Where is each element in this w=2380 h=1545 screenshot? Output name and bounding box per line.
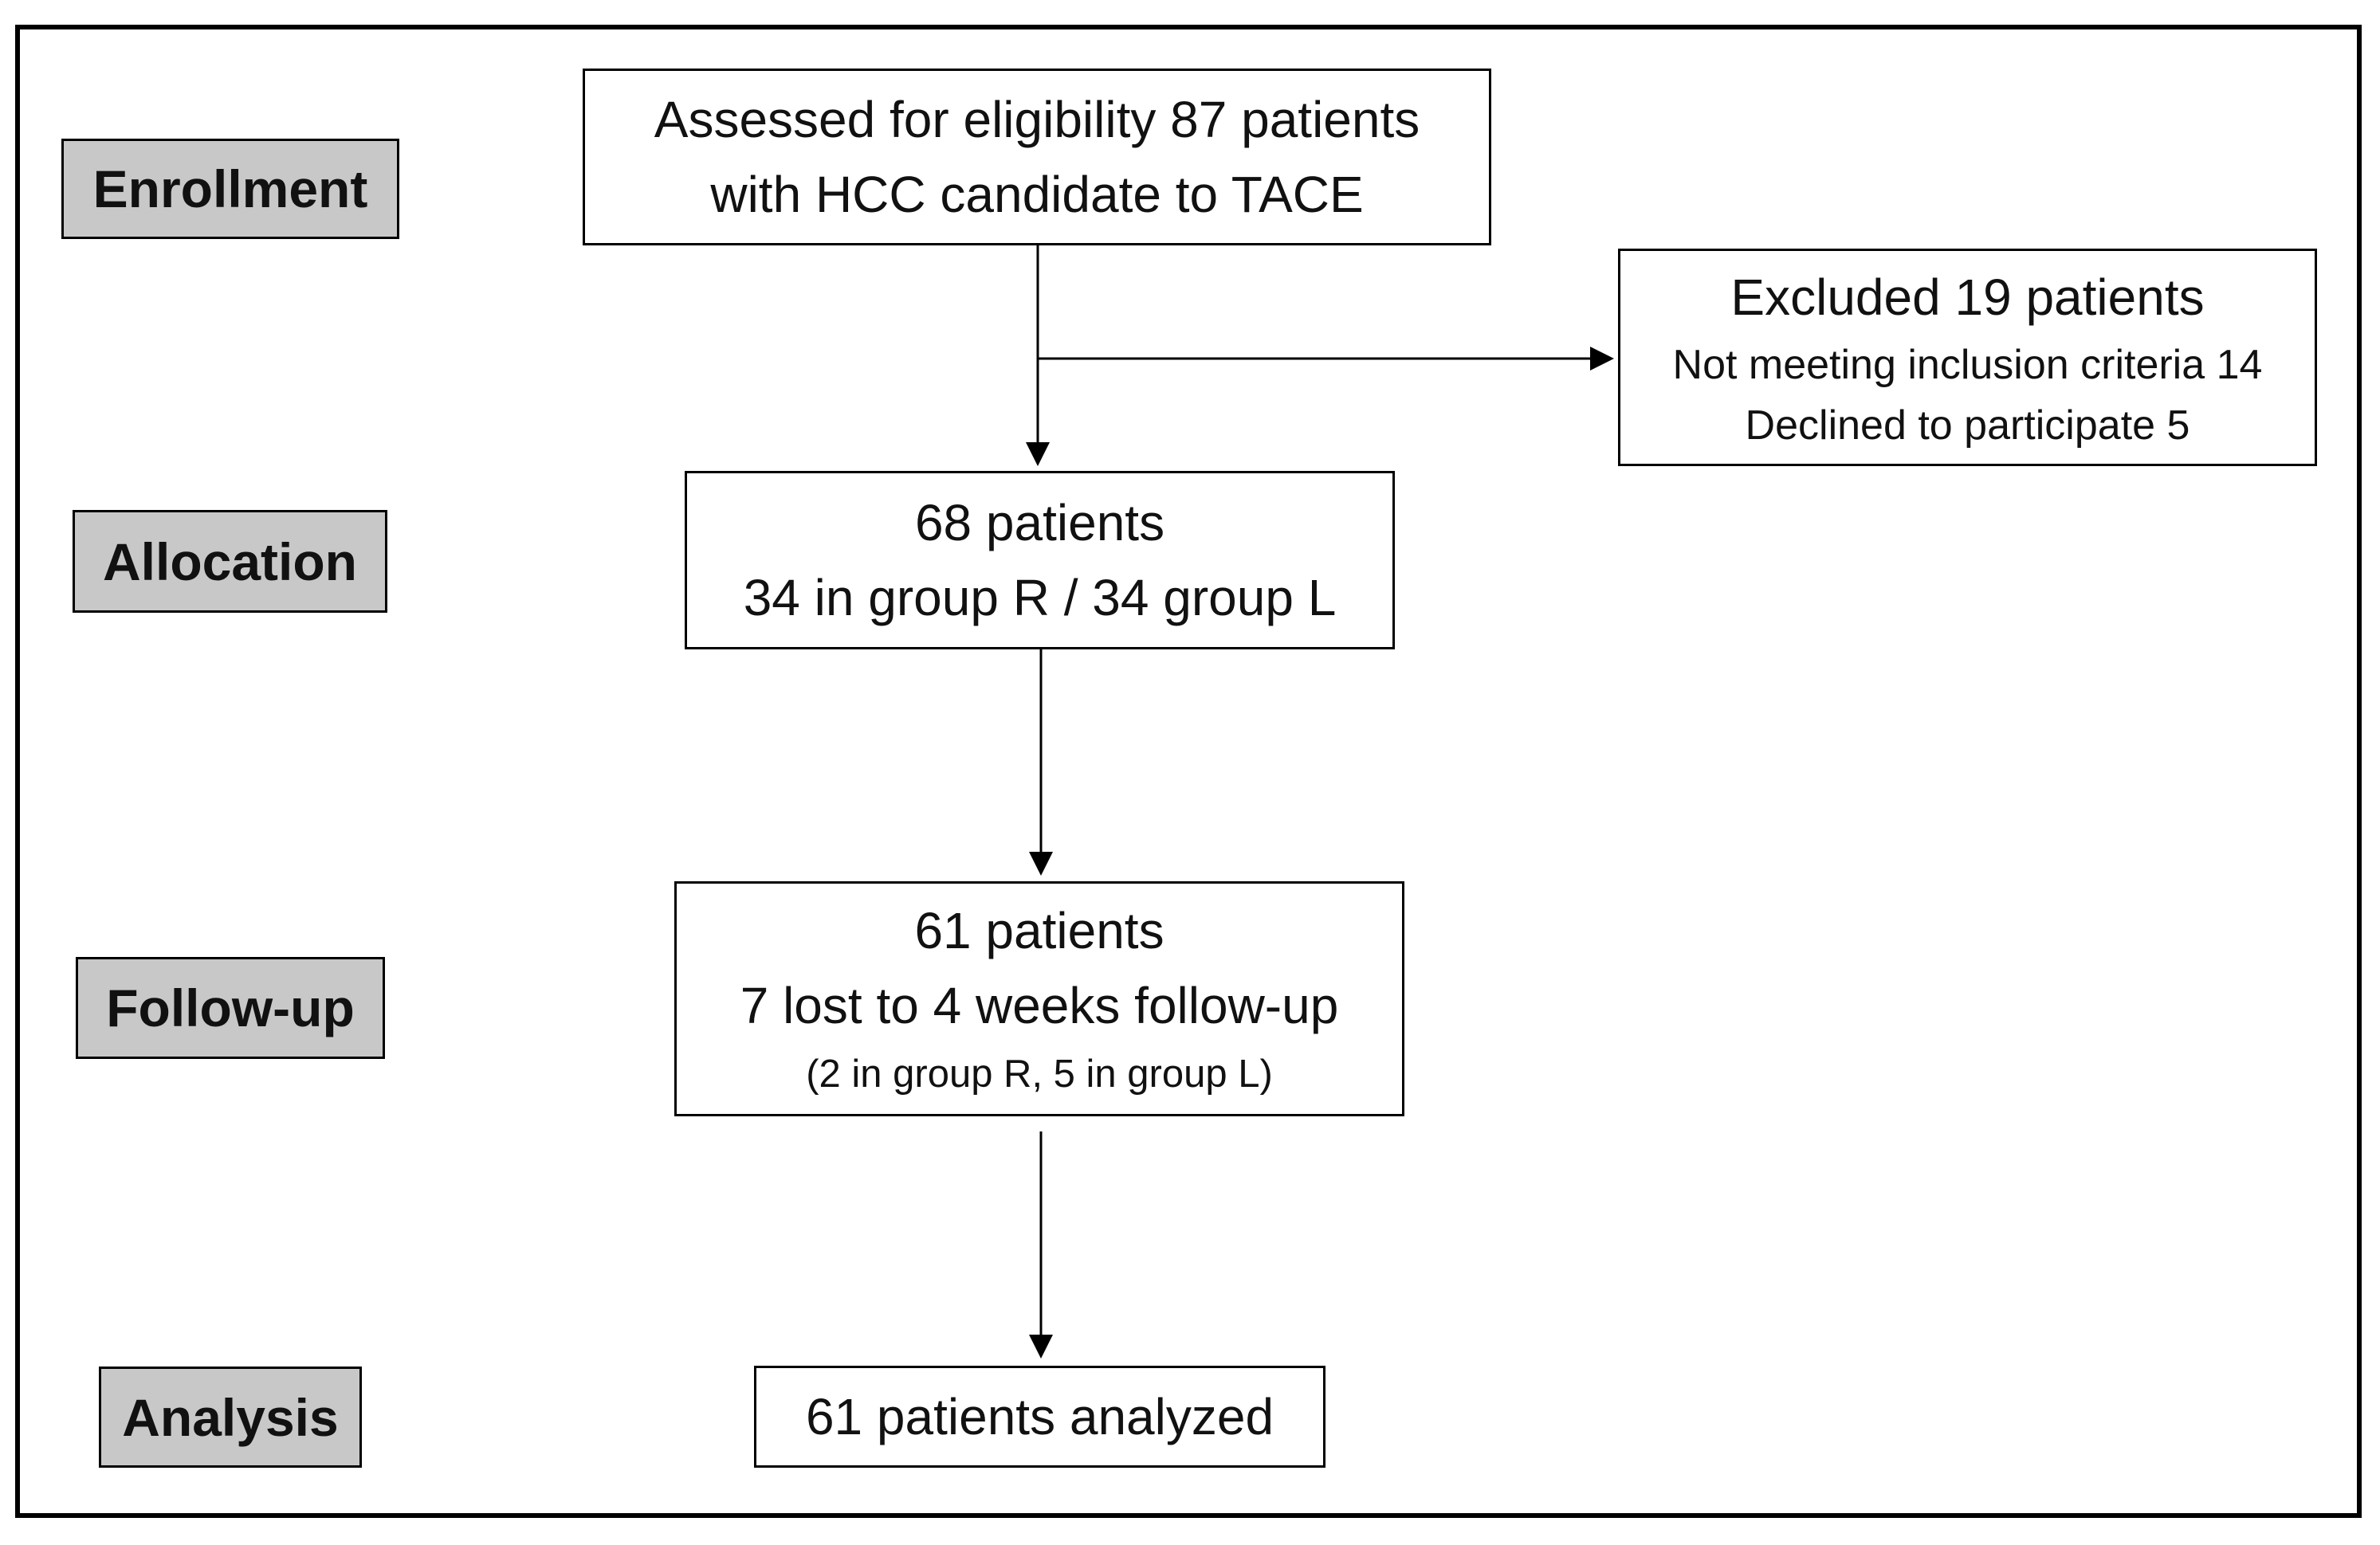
stage-label-followup-text: Follow-up: [106, 978, 355, 1037]
followup-line-3: (2 in group R, 5 in group L): [806, 1052, 1273, 1096]
eligibility-line-2: with HCC candidate to TACE: [710, 166, 1364, 223]
analysis-box: 61 patients analyzed: [754, 1366, 1325, 1468]
excluded-reason-1: Not meeting inclusion criteria 14: [1672, 341, 2263, 388]
excluded-reason-2: Declined to participate 5: [1745, 402, 2190, 449]
stage-label-enrollment-text: Enrollment: [92, 159, 368, 218]
eligibility-box: Assessed for eligibility 87 patients wit…: [583, 69, 1491, 245]
stage-label-followup: Follow-up: [76, 957, 385, 1059]
allocation-box: 68 patients 34 in group R / 34 group L: [685, 471, 1395, 649]
stage-label-analysis-text: Analysis: [122, 1387, 339, 1447]
allocation-line-1: 68 patients: [914, 494, 1165, 551]
followup-line-2: 7 lost to 4 weeks follow-up: [740, 976, 1339, 1034]
allocation-line-2: 34 in group R / 34 group L: [743, 569, 1337, 626]
stage-label-allocation: Allocation: [73, 510, 387, 613]
followup-line-1: 61 patients: [914, 901, 1164, 959]
excluded-title: Excluded 19 patients: [1730, 268, 2205, 326]
eligibility-line-1: Assessed for eligibility 87 patients: [654, 91, 1420, 148]
diagram-frame: [15, 25, 2362, 1518]
stage-label-allocation-text: Allocation: [102, 531, 357, 591]
stage-label-enrollment: Enrollment: [61, 139, 399, 239]
analysis-line-1: 61 patients analyzed: [805, 1388, 1274, 1445]
stage-label-analysis: Analysis: [99, 1367, 362, 1468]
followup-box: 61 patients 7 lost to 4 weeks follow-up …: [674, 881, 1404, 1116]
excluded-box: Excluded 19 patients Not meeting inclusi…: [1618, 249, 2317, 466]
